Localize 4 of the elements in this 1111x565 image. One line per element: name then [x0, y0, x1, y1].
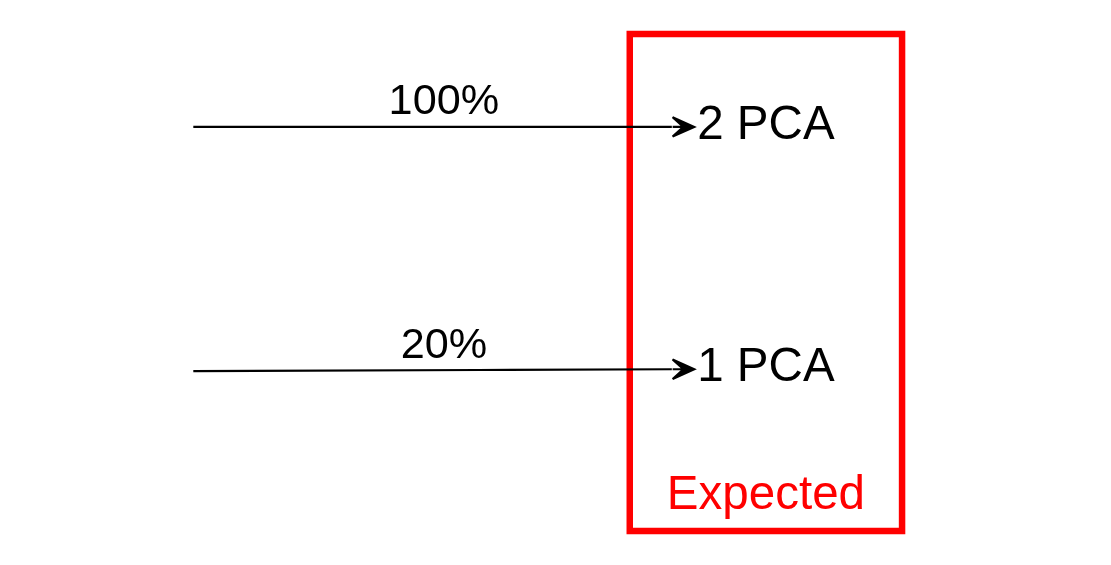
node-text: 2 PCA — [697, 96, 835, 149]
edge-label: 20% — [400, 319, 488, 368]
edge-label: 100% — [388, 74, 500, 123]
node-text: 1 PCA — [697, 338, 835, 392]
